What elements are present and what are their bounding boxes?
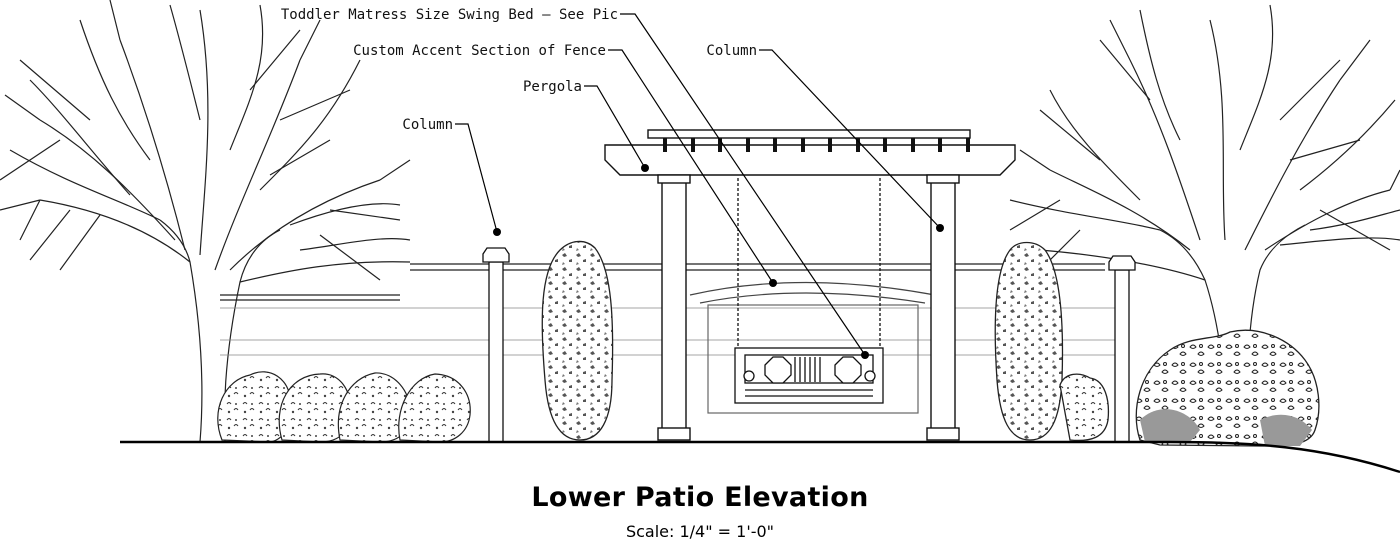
pergola <box>604 129 1016 441</box>
drawing-scale: Scale: 1/4" = 1'-0" <box>625 522 775 541</box>
callout-dots <box>493 164 944 359</box>
callout-pergola: Pergola <box>523 79 582 95</box>
callout-column-right: Column <box>706 43 757 59</box>
left-tree <box>0 0 411 443</box>
swing-bed <box>734 178 884 404</box>
callout-leaders <box>455 13 941 356</box>
callout-column-left: Column <box>402 117 453 133</box>
callout-accent-fence: Custom Accent Section of Fence <box>353 43 606 59</box>
fence-posts <box>482 247 1136 443</box>
ground-line <box>120 440 1400 474</box>
right-bush <box>1135 329 1320 447</box>
drawing-title: Lower Patio Elevation <box>531 482 869 513</box>
tall-shrubs <box>541 240 1110 442</box>
callout-swing-bed: Toddler Matress Size Swing Bed – See Pic <box>281 7 618 23</box>
left-shrubs <box>217 371 471 443</box>
